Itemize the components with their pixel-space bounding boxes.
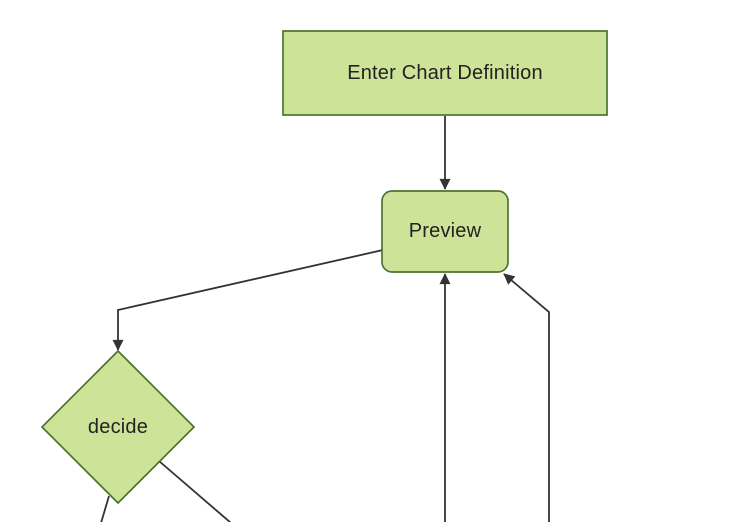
edge-decide-down-right [158,460,232,522]
node-decide [40,349,196,505]
node-preview [381,190,509,273]
edge-preview-to-decide [112,249,384,351]
node-enter-chart-definition [282,30,608,116]
edge-bottom-right-to-preview [503,273,550,522]
edge-layer [100,116,550,522]
edge-decide-down-left [100,495,110,522]
node-layer [40,30,608,505]
